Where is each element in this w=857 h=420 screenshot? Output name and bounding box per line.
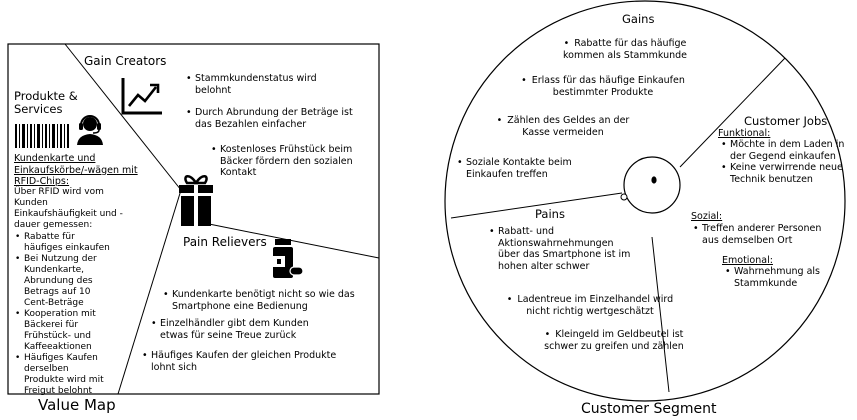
gain-item: Soziale Kontakte beim Einkaufen treffen [456, 157, 616, 180]
gain-creator-item: Kostenloses Frühstück beim Bäcker förder… [210, 144, 375, 179]
medicine-bottle-icon [273, 239, 304, 278]
products-services-item: Rabatte für häufiges einkaufen [14, 232, 110, 254]
products-services-item: Häufiges Kaufen derselben Produkte wird … [14, 353, 110, 397]
emotional-label: Emotional: [722, 255, 773, 266]
gains-list-2: Erlass für das häufige Einkaufen bestimm… [508, 75, 698, 98]
divider-gain-creators [64, 43, 182, 191]
gain-creator-item: Stammkundenstatus wird belohnt [185, 73, 355, 96]
value-map-caption: Value Map [38, 396, 116, 414]
gain-creators-list: Stammkundenstatus wird belohnt Durch Abr… [185, 73, 355, 130]
pains-list-1: Rabatt- und Aktionswahrnehmungen über da… [488, 226, 633, 272]
pain-item: Ladentreue im Einzelhandel wird nicht ri… [505, 294, 675, 317]
social-label: Sozial: [691, 211, 723, 222]
gain-creators-title: Gain Creators [84, 54, 167, 68]
inner-small-ring [620, 193, 628, 201]
products-services-list: Rabatte für häufiges einkaufen Bei Nutzu… [14, 232, 110, 397]
gain-creators-list-2: Kostenloses Frühstück beim Bäcker förder… [210, 144, 375, 179]
pain-reliever-item: Kundenkarte benötigt nicht so wie das Sm… [162, 289, 362, 312]
customer-segment-circle [444, 0, 846, 402]
pain-relievers-title: Pain Relievers [183, 235, 267, 249]
products-services-title: Produkte & Services [14, 90, 78, 116]
pains-list-3: Kleingeld im Geldbeutel ist schwer zu gr… [534, 329, 694, 352]
pain-relievers-list-3: Häufiges Kaufen der gleichen Produkte lo… [141, 350, 341, 373]
products-services-title-line1: Produkte & [14, 89, 78, 103]
pain-reliever-item: Häufiges Kaufen der gleichen Produkte lo… [141, 350, 341, 373]
customer-jobs-title: Customer Jobs [744, 114, 828, 128]
chart-trend-icon [121, 78, 162, 115]
gain-item: Rabatte für das häufige kommen als Stamm… [545, 38, 705, 61]
products-services-heading: Kundenkarte und Einkaufskörbe/-wägen mit… [14, 153, 138, 187]
pain-reliever-item: Einzelhändler gibt dem Kunden etwas für … [150, 318, 330, 341]
products-services-item: Bei Nutzung der Kundenkarte, Abrundung d… [14, 254, 110, 309]
functional-list: Möchte in dem Laden in der Gegend einkau… [720, 139, 848, 185]
support-agent-icon [77, 115, 103, 145]
products-services-item: Kooperation mit Bäckerei für Frühstück- … [14, 309, 110, 353]
gain-creator-item: Durch Abrundung der Beträge ist das Beza… [185, 107, 370, 130]
value-map-square [7, 43, 380, 395]
pain-relievers-list-2: Einzelhändler gibt dem Kunden etwas für … [150, 318, 330, 341]
gains-list-1: Rabatte für das häufige kommen als Stamm… [545, 38, 705, 61]
barcode-icon [15, 124, 69, 148]
inner-circle [623, 156, 681, 214]
emotional-list: Wahrnehmung als Stammkunde [724, 266, 840, 289]
emotional-item: Wahrnehmung als Stammkunde [724, 266, 840, 289]
gift-icon [179, 175, 213, 226]
inner-eye-dot [651, 176, 657, 184]
gains-list-4: Soziale Kontakte beim Einkaufen treffen [456, 157, 616, 180]
functional-item: Keine verwirrende neue Technik benutzen [720, 162, 848, 185]
social-list: Treffen anderer Personen aus demselben O… [692, 223, 840, 246]
divider-gains-pains [450, 192, 623, 219]
pains-title: Pains [535, 207, 565, 221]
gains-list-3: Zählen des Geldes an der Kasse vermeiden [483, 115, 643, 138]
gain-item: Zählen des Geldes an der Kasse vermeiden [483, 115, 643, 138]
gain-item: Erlass für das häufige Einkaufen bestimm… [508, 75, 698, 98]
social-item: Treffen anderer Personen aus demselben O… [692, 223, 840, 246]
pain-relievers-list: Kundenkarte benötigt nicht so wie das Sm… [162, 289, 362, 312]
divider-pain-relievers [117, 189, 182, 395]
pain-item: Kleingeld im Geldbeutel ist schwer zu gr… [534, 329, 694, 352]
customer-segment-caption: Customer Segment [581, 401, 717, 417]
functional-label: Funktional: [718, 128, 771, 139]
products-services-text: Über RFID wird vom Kunden Einkaufshäufig… [14, 187, 123, 230]
functional-item: Möchte in dem Laden in der Gegend einkau… [720, 139, 848, 162]
divider-right [208, 223, 380, 259]
products-services-title-line2: Services [14, 102, 63, 116]
pains-list-2: Ladentreue im Einzelhandel wird nicht ri… [505, 294, 675, 317]
pain-item: Rabatt- und Aktionswahrnehmungen über da… [488, 226, 633, 272]
gains-title: Gains [622, 12, 655, 26]
divider-jobs-top [679, 57, 786, 168]
